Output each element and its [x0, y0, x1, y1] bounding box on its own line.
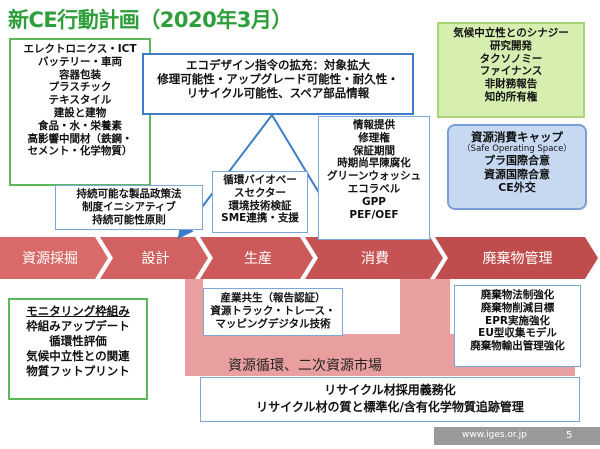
monitoring-line: 枠組みアップデート [26, 318, 130, 333]
recycled-line: リサイクル材の質と標準化/含有化学物質追跡管理 [256, 399, 524, 414]
resource-circulation-band-left [185, 279, 203, 349]
resource-cap-line: CE外交 [498, 181, 536, 195]
stage-waste-management: 廃棄物管理 [482, 251, 553, 267]
synergy-line: 研究開発 [490, 39, 532, 52]
consumer-line: グリーンウォッシュ [327, 170, 421, 183]
synergy-line: 気候中立性とのシナジー [453, 27, 569, 39]
ecodesign-line: エコデザイン指令の拡充：対象拡大 [186, 58, 370, 72]
waste-line: 廃棄物輸出管理強化 [470, 340, 565, 353]
industrial-symbiosis-box: 産業共生（報告認証） 資源トラック・トレース・ マッピングデジタル技術 [203, 288, 343, 336]
stage-production: 生産 [244, 251, 272, 267]
product-sector-item: 容器包装 [59, 68, 101, 81]
policy-line: 持続可能性原則 [92, 213, 166, 226]
stage-extraction: 資源採掘 [22, 251, 78, 267]
monitoring-framework-box: モニタリング枠組み 枠組みアップデート 循環性評価 気候中立性との関連 物質フッ… [8, 298, 148, 400]
symbiosis-line: 産業共生（報告認証） [220, 292, 326, 304]
waste-line: 廃棄物削減目標 [480, 301, 555, 314]
resource-cap-box: 資源消費キャップ （Safe Operating Space） プラ国際合意 資… [447, 124, 587, 210]
waste-line: EU型収集モデル [478, 327, 557, 340]
page-number: 5 [566, 430, 573, 441]
bio-line: スセクター [233, 186, 287, 199]
product-sectors-box: エレクトロニクス・ICT バッテリー・車両 容器包装 プラスチック テキスタイル… [9, 38, 151, 186]
consumer-empowerment-box: 情報提供 修理権 保証期間 時期尚早陳腐化 グリーンウォッシュ エコラベル GP… [318, 116, 430, 240]
consumer-line: エコラベル [347, 182, 401, 195]
product-sector-item: プラスチック [48, 81, 112, 94]
ecodesign-directive-box: エコデザイン指令の拡充：対象拡大 修理可能性・アップグレード可能性・耐久性・ リ… [142, 53, 414, 115]
product-sector-item: 建設と建物 [53, 106, 107, 119]
product-sector-item: テキスタイル [48, 94, 112, 107]
monitoring-line: 気候中立性との関連 [26, 348, 130, 363]
resource-circulation-band-right [400, 279, 450, 339]
footer-bar [434, 427, 600, 445]
waste-line: 廃棄物法制強化 [480, 289, 555, 301]
monitoring-line: 物質フットプリント [26, 363, 130, 378]
symbiosis-line: 資源トラック・トレース・ [210, 304, 336, 317]
synergy-line: タクソノミー [479, 52, 543, 65]
stage-design: 設計 [141, 251, 170, 267]
climate-synergy-box: 気候中立性とのシナジー 研究開発 タクソノミー ファイナンス 非財務報告 知的所… [437, 22, 585, 118]
consumer-line: 情報提供 [353, 119, 395, 131]
resource-cap-line: プラ国際合意 [484, 154, 550, 168]
resource-cap-line: （Safe Operating Space） [462, 144, 572, 155]
circular-bioeconomy-box: 循環バイオベー スセクター 環境技術検証 SME連携・支援 [212, 171, 308, 233]
consumer-line: 修理権 [358, 131, 390, 144]
waste-line: EPR実施強化 [485, 314, 550, 327]
product-sector-item: 食品・水・栄養素 [38, 119, 122, 132]
flow-chevron-consumption [305, 237, 443, 279]
bio-line: 循環バイオベー [223, 174, 297, 186]
resource-cap-line: 資源消費キャップ [471, 130, 563, 144]
footer-url: www.iges.or.jp [462, 430, 527, 440]
bio-line: 環境技術検証 [228, 199, 292, 212]
symbiosis-line: マッピングデジタル技術 [215, 317, 331, 330]
monitoring-line: モニタリング枠組み [26, 304, 130, 318]
recycled-line: リサイクル材採用義務化 [324, 383, 456, 397]
flow-chevron-production [200, 237, 313, 279]
bio-line: SME連携・支援 [221, 212, 299, 225]
sustainable-product-policy-box: 持続可能な製品政策法 制度イニシアティブ 持続可能性原則 [55, 185, 203, 230]
resource-cap-line: 資源国際合意 [484, 167, 550, 181]
resource-circulation-label: 資源循環、二次資源市場 [228, 358, 382, 374]
waste-policy-box: 廃棄物法制強化 廃棄物削減目標 EPR実施強化 EU型収集モデル 廃棄物輸出管理… [454, 285, 581, 367]
product-sector-item: 高影響中間材（鉄鋼・ [27, 132, 133, 145]
product-sector-item: セメント・化学物質） [27, 145, 133, 158]
flow-chevron-extraction [0, 237, 108, 279]
policy-line: 持続可能な製品政策法 [76, 188, 182, 200]
synergy-line: 非財務報告 [484, 78, 538, 91]
synergy-line: 知的所有権 [484, 90, 538, 103]
product-sector-item: エレクトロニクス・ICT [23, 43, 137, 55]
product-sector-item: バッテリー・車両 [38, 55, 122, 68]
consumer-line: GPP [361, 195, 386, 208]
consumer-line: 時期尚早陳腐化 [337, 157, 411, 170]
stage-consumption: 消費 [361, 251, 389, 267]
flow-chevron-waste [435, 237, 598, 279]
flow-chevron-design [100, 237, 208, 279]
policy-line: 制度イニシアティブ [82, 200, 176, 213]
page-title: 新CE行動計画（2020年3月） [8, 8, 292, 32]
recycled-material-box: リサイクル材採用義務化 リサイクル材の質と標準化/含有化学物質追跡管理 [200, 377, 580, 422]
ecodesign-line: リサイクル可能性、スペア部品情報 [186, 86, 370, 101]
value-chain-flow [0, 237, 598, 279]
consumer-line: 保証期間 [353, 144, 395, 157]
consumer-line: PEF/OEF [349, 208, 399, 221]
ecodesign-line: 修理可能性・アップグレード可能性・耐久性・ [157, 72, 399, 87]
monitoring-line: 循環性評価 [49, 333, 107, 348]
synergy-line: ファイナンス [479, 65, 543, 78]
